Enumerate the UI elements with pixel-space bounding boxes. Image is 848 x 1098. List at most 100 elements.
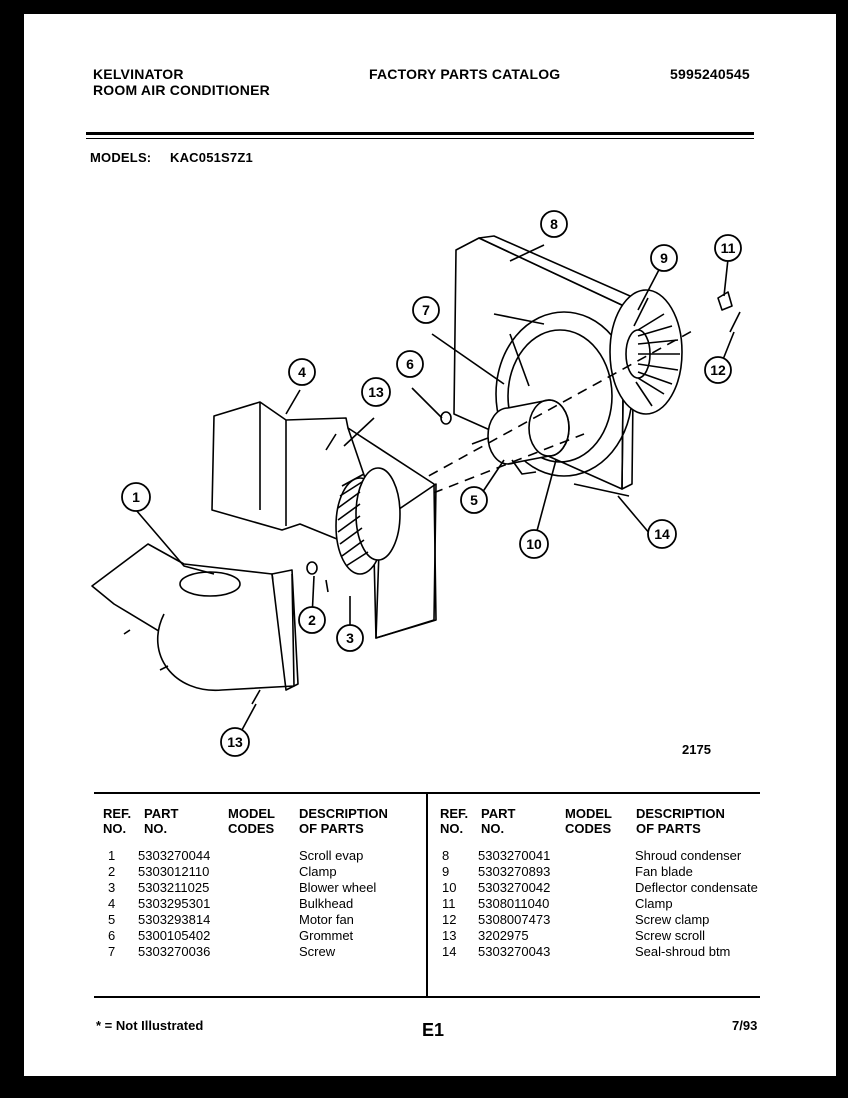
part-description: Screw scroll — [635, 928, 706, 943]
part-description: Bulkhead — [299, 896, 354, 911]
part-number: 5303270043 — [478, 944, 551, 959]
callout-11: 11 — [714, 234, 742, 262]
svg-text:10: 10 — [526, 536, 542, 552]
callout-1: 1 — [121, 482, 151, 512]
part-number: 5303293814 — [138, 912, 211, 927]
figure-number: 2175 — [682, 742, 711, 757]
product-name: ROOM AIR CONDITIONER — [93, 82, 270, 98]
part-ref-no: 6 — [108, 928, 116, 943]
part-number: 5303270044 — [138, 848, 211, 863]
part-description: Deflector condensate — [635, 880, 758, 895]
not-illustrated-note: * = Not Illustrated — [96, 1018, 204, 1033]
header-rule-thin — [86, 138, 754, 139]
part-number: 5308007473 — [478, 912, 551, 927]
svg-text:13: 13 — [227, 734, 243, 750]
part-ref-no: 7 — [108, 944, 116, 959]
part-description: Shroud condenser — [635, 848, 742, 863]
part-number: 5300105402 — [138, 928, 211, 943]
part-description: Grommet — [299, 928, 354, 943]
callout-7: 7 — [412, 296, 440, 324]
brand-name: KELVINATOR — [93, 66, 184, 82]
part-number: 5303270036 — [138, 944, 211, 959]
callout-8: 8 — [540, 210, 568, 238]
part-ref-no: 11 — [442, 896, 456, 911]
part-description: Screw clamp — [635, 912, 710, 927]
svg-text:3: 3 — [346, 630, 354, 646]
callout-12: 12 — [704, 356, 732, 384]
callouts: 1 2 3 4 5 6 7 8 9 10 11 12 13 13 14 — [121, 210, 742, 757]
part-ref-no: 10 — [442, 880, 457, 895]
part-description: Screw — [299, 944, 336, 959]
part-ref-no: 4 — [108, 896, 116, 911]
part-description: Clamp — [635, 896, 673, 911]
part-number: 5303295301 — [138, 896, 211, 911]
part-number: 5303270893 — [478, 864, 551, 879]
callout-13-lower: 13 — [220, 727, 250, 757]
scroll-evap — [91, 543, 299, 691]
header-ref-no-left: REF.NO. — [103, 806, 132, 836]
svg-text:5: 5 — [470, 492, 478, 508]
model-number: KAC051S7Z1 — [170, 150, 253, 165]
svg-text:9: 9 — [660, 250, 668, 266]
catalog-number: 5995240545 — [670, 66, 750, 82]
part-description: Clamp — [299, 864, 337, 879]
svg-text:4: 4 — [298, 364, 306, 380]
fan-blade — [609, 289, 683, 415]
part-description: Seal-shroud btm — [635, 944, 731, 959]
part-number: 5303211025 — [138, 880, 210, 895]
part-number: 5308011040 — [478, 896, 550, 911]
part-description: Motor fan — [299, 912, 354, 927]
exploded-parts-diagram: 1 2 3 4 5 6 7 8 9 10 11 12 13 13 14 — [91, 210, 742, 757]
revision-date: 7/93 — [732, 1018, 758, 1033]
motor-fan — [471, 399, 570, 475]
table-divider — [426, 792, 428, 998]
callout-9: 9 — [650, 244, 678, 272]
part-ref-no: 5 — [108, 912, 116, 927]
callout-2: 2 — [298, 606, 326, 634]
header-rule-thick — [86, 132, 754, 135]
callout-3: 3 — [336, 624, 364, 652]
part-ref-no: 1 — [108, 848, 116, 863]
part-ref-no: 3 — [108, 880, 116, 895]
part-ref-no: 2 — [108, 864, 116, 879]
svg-text:7: 7 — [422, 302, 430, 318]
part-number: 5303270041 — [478, 848, 551, 863]
part-ref-no: 14 — [442, 944, 457, 959]
part-number: 5303270042 — [478, 880, 551, 895]
callout-13-upper: 13 — [361, 377, 391, 407]
part-description: Blower wheel — [299, 880, 377, 895]
part-ref-no: 12 — [442, 912, 457, 927]
part-ref-no: 13 — [442, 928, 457, 943]
callout-14: 14 — [647, 519, 677, 549]
svg-text:6: 6 — [406, 356, 414, 372]
part-number: 3202975 — [478, 928, 529, 943]
callout-5: 5 — [460, 486, 488, 514]
header-ref-no-right: REF.NO. — [440, 806, 469, 836]
part-description: Scroll evap — [299, 848, 364, 863]
svg-text:11: 11 — [721, 240, 736, 256]
callout-6: 6 — [396, 350, 424, 378]
svg-text:1: 1 — [132, 489, 140, 505]
part-ref-no: 9 — [442, 864, 450, 879]
svg-text:13: 13 — [368, 384, 384, 400]
callout-4: 4 — [288, 358, 316, 386]
svg-text:14: 14 — [654, 526, 670, 542]
catalog-page: KELVINATOR ROOM AIR CONDITIONER FACTORY … — [24, 14, 836, 1076]
part-description: Fan blade — [635, 864, 693, 879]
part-ref-no: 8 — [442, 848, 450, 863]
svg-text:12: 12 — [710, 362, 726, 378]
models-label: MODELS: — [90, 150, 152, 165]
callout-10: 10 — [519, 529, 549, 559]
svg-text:8: 8 — [550, 216, 558, 232]
catalog-title: FACTORY PARTS CATALOG — [369, 66, 561, 82]
page-code: E1 — [422, 1020, 445, 1040]
table-bottom-rule — [94, 996, 760, 998]
part-number: 5303012110 — [138, 864, 210, 879]
svg-text:2: 2 — [308, 612, 316, 628]
